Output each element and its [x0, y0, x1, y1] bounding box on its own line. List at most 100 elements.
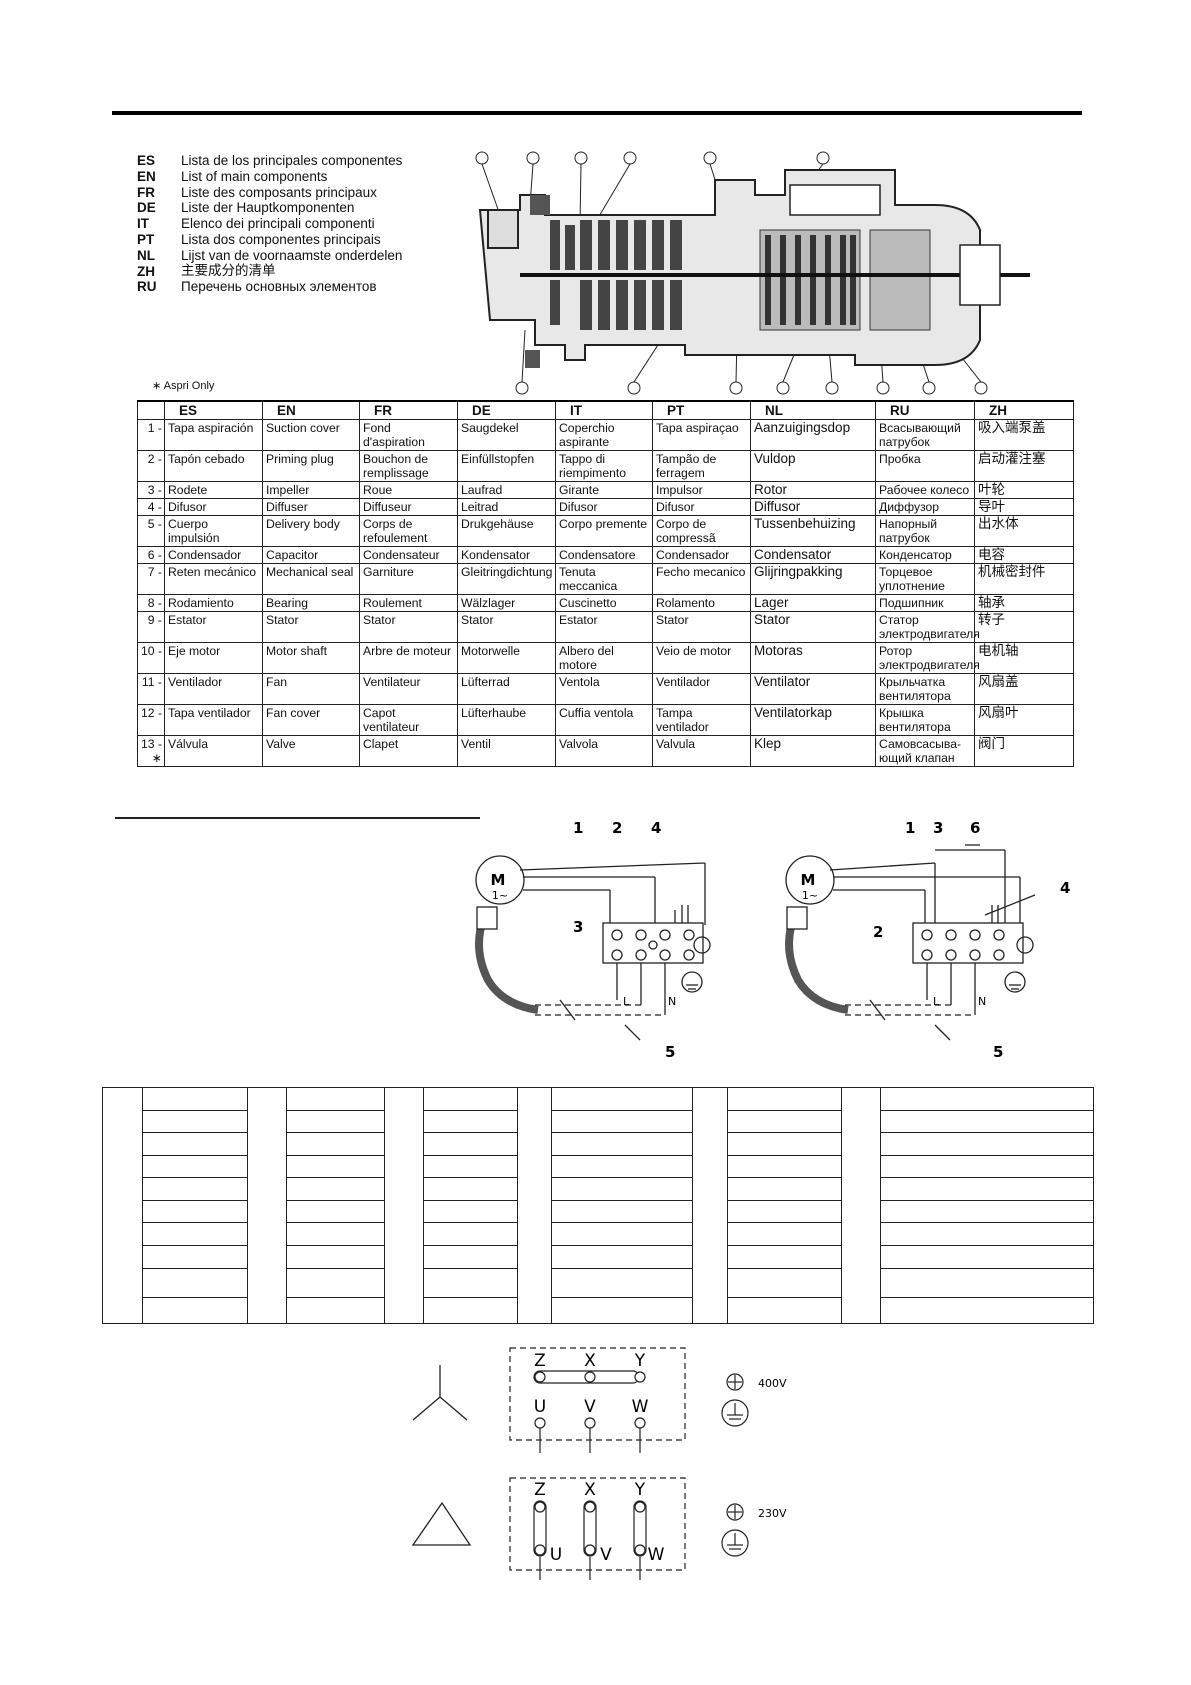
part-name-es: Difusor: [164, 498, 263, 516]
part-name-es: Rodete: [164, 481, 263, 499]
blank-cell: [551, 1087, 693, 1111]
part-name-it: Corpo premente: [555, 515, 653, 547]
blank-cell: [286, 1132, 385, 1156]
part-name-en: Capacitor: [262, 546, 360, 564]
part-number: 8 -: [137, 594, 165, 612]
part-name-es: Cuerpo impulsión: [164, 515, 263, 547]
blank-cell: [551, 1222, 693, 1246]
part-name-de: Einfüllstopfen: [457, 450, 556, 482]
part-number: 3 -: [137, 481, 165, 499]
part-name-zh: 机械密封件: [974, 563, 1074, 595]
blank-cell: [247, 1200, 287, 1223]
part-name-de: Motorwelle: [457, 642, 556, 674]
part-name-fr: Stator: [359, 611, 458, 643]
part-name-pt: Impulsor: [652, 481, 751, 499]
part-number: 5 -: [137, 515, 165, 547]
blank-cell: [247, 1132, 287, 1156]
part-name-es: Tapón cebado: [164, 450, 263, 482]
part-name-pt: Tampão de ferragem: [652, 450, 751, 482]
blank-cell: [727, 1087, 842, 1111]
part-name-de: Ventil: [457, 735, 556, 767]
delta-voltage-label: 230V: [758, 1507, 787, 1520]
blank-cell: [727, 1132, 842, 1156]
part-name-nl: Glijringpakking: [750, 563, 876, 595]
svg-text:U: U: [550, 1545, 562, 1565]
part-name-zh: 导叶: [974, 498, 1074, 516]
part-name-en: Valve: [262, 735, 360, 767]
part-name-ru: Крышка вентилятора: [875, 704, 975, 736]
blank-cell: [692, 1200, 728, 1223]
blank-cell: [841, 1268, 881, 1298]
blank-cell: [880, 1154, 1094, 1179]
part-name-zh: 启动灌注塞: [974, 450, 1074, 482]
star-voltage-label: 400V: [758, 1377, 787, 1390]
svg-text:U: U: [534, 1397, 546, 1417]
blank-cell: [880, 1199, 1094, 1224]
blank-cell: [384, 1177, 424, 1201]
blank-cell: [423, 1177, 518, 1201]
part-name-it: Girante: [555, 481, 653, 499]
blank-cell: [517, 1155, 552, 1178]
blank-cell: [247, 1110, 287, 1133]
blank-row: [102, 1222, 1094, 1246]
table-header-row: ES EN FR DE IT PT NL RU ZH: [137, 400, 1074, 420]
blank-cell: [423, 1132, 518, 1156]
part-name-en: Impeller: [262, 481, 360, 499]
part-number: 10 -: [137, 642, 165, 674]
part-name-nl: Lager: [750, 594, 876, 612]
part-name-zh: 风扇叶: [974, 704, 1074, 736]
blank-cell: [102, 1087, 143, 1111]
part-name-nl: Ventilator: [750, 673, 876, 705]
part-name-ru: Крыльчатка вентилятора: [875, 673, 975, 705]
blank-cell: [247, 1245, 287, 1268]
part-name-it: Cuffia ventola: [555, 704, 653, 736]
blank-cell: [727, 1244, 842, 1269]
delta-connection-symbol: [411, 1501, 472, 1546]
blank-cell: [692, 1155, 728, 1178]
part-name-it: Tappo di riempimento: [555, 450, 653, 482]
blank-cell: [551, 1267, 693, 1299]
part-name-nl: Rotor: [750, 481, 876, 499]
part-name-pt: Valvula: [652, 735, 751, 767]
blank-cell: [841, 1110, 881, 1133]
blank-cell: [286, 1177, 385, 1201]
single-phase-wiring-diagrams: M 1~ L N 1 2 4 3 5 M: [475, 819, 1070, 1060]
blank-cell: [142, 1244, 248, 1269]
wire-label-3-right: 3: [933, 819, 943, 837]
part-number: 2 -: [137, 450, 165, 482]
part-name-fr: Arbre de moteur: [359, 642, 458, 674]
blank-cell: [102, 1268, 143, 1298]
part-name-zh: 轴承: [974, 594, 1074, 612]
blank-cell: [384, 1110, 424, 1133]
blank-cell: [247, 1268, 287, 1298]
part-name-en: Fan: [262, 673, 360, 705]
blank-cell: [692, 1087, 728, 1111]
delta-terminal-box: [509, 1477, 749, 1580]
part-name-es: Condensador: [164, 546, 263, 564]
blank-row: [102, 1109, 1094, 1134]
part-name-nl: Motoras: [750, 642, 876, 674]
part-name-it: Albero del motore: [555, 642, 653, 674]
blank-cell: [692, 1177, 728, 1201]
blank-cell: [841, 1245, 881, 1268]
part-name-pt: Rolamento: [652, 594, 751, 612]
part-name-nl: Condensator: [750, 546, 876, 564]
blank-cell: [423, 1297, 518, 1324]
part-name-fr: Diffuseur: [359, 498, 458, 516]
blank-cell: [423, 1154, 518, 1179]
part-name-zh: 叶轮: [974, 481, 1074, 499]
aspri-only-note: ∗ Aspri Only: [152, 380, 215, 392]
blank-row: [102, 1199, 1094, 1224]
blank-cell: [384, 1245, 424, 1268]
part-name-fr: Fond d'aspiration: [359, 419, 458, 451]
terminal-l-label-right: L: [933, 995, 940, 1008]
blank-cell: [423, 1267, 518, 1299]
part-name-zh: 风扇盖: [974, 673, 1074, 705]
svg-text:Z: Z: [534, 1480, 546, 1500]
part-name-fr: Ventilateur: [359, 673, 458, 705]
